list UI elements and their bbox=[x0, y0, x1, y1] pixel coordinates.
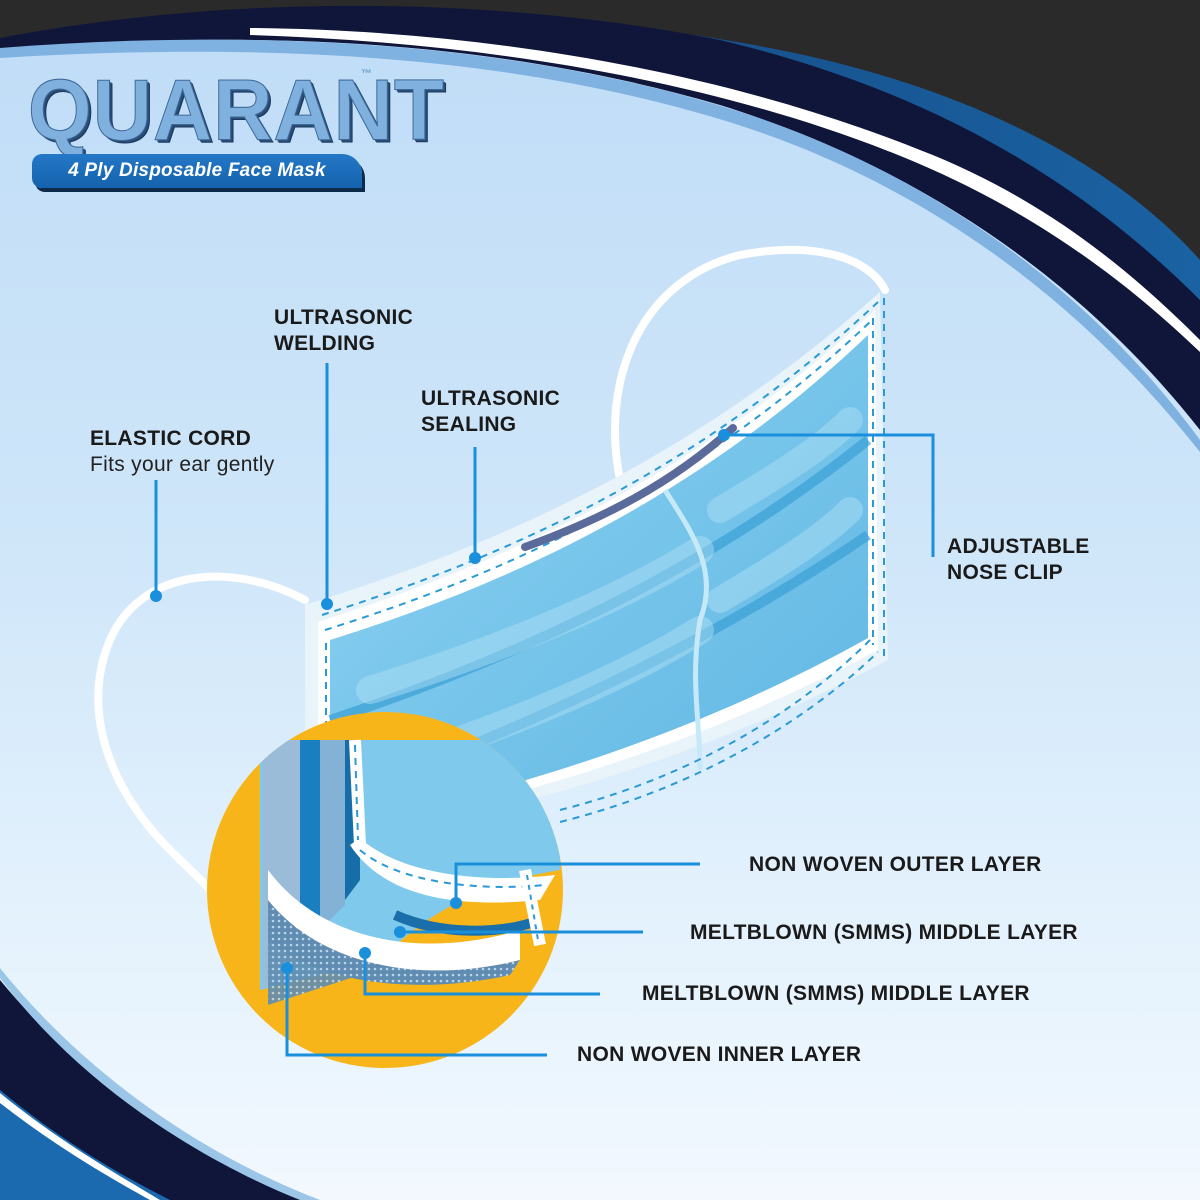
layer-magnifier bbox=[207, 712, 563, 1068]
mask-body bbox=[305, 292, 888, 850]
callout-lines bbox=[154, 363, 935, 1057]
callout-elastic-cord-subtitle: Fits your ear gently bbox=[90, 453, 275, 476]
callout-nose-clip: ADJUSTABLE NOSE CLIP bbox=[947, 534, 1090, 586]
callout-elastic-cord-title: ELASTIC CORD bbox=[90, 427, 252, 450]
nose-clip bbox=[521, 424, 737, 551]
top-swoosh bbox=[0, 0, 1200, 452]
callout-sealing-line1: ULTRASONIC bbox=[421, 387, 561, 410]
callout-welding-line2: WELDING bbox=[274, 332, 376, 355]
elastic-cord-left bbox=[94, 572, 309, 924]
brand-name: QUARANT bbox=[28, 62, 445, 159]
callout-layer-middle-2: MELTBLOWN (SMMS) MIDDLE LAYER bbox=[642, 982, 1030, 1005]
bottom-swoosh bbox=[0, 968, 320, 1200]
callout-dots bbox=[150, 429, 730, 974]
callout-elastic-cord: ELASTIC CORD Fits your ear gently bbox=[90, 426, 275, 478]
callout-nose-clip-line1: ADJUSTABLE bbox=[947, 535, 1090, 558]
callout-layer-outer: NON WOVEN OUTER LAYER bbox=[749, 853, 1042, 876]
callout-sealing-line2: SEALING bbox=[421, 413, 517, 436]
trademark-symbol: ™ bbox=[361, 68, 372, 80]
callout-layer-inner: NON WOVEN INNER LAYER bbox=[577, 1043, 862, 1066]
callout-welding-line1: ULTRASONIC bbox=[274, 306, 414, 329]
callout-ultrasonic-sealing: ULTRASONIC SEALING bbox=[421, 386, 560, 438]
callout-nose-clip-line2: NOSE CLIP bbox=[947, 561, 1063, 584]
brand-tagline: 4 Ply Disposable Face Mask bbox=[32, 154, 362, 188]
callout-ultrasonic-welding: ULTRASONIC WELDING bbox=[274, 305, 413, 357]
brand-logo: QUARANT ™ 4 Ply Disposable Face Mask bbox=[28, 62, 445, 188]
elastic-cord-right bbox=[611, 245, 889, 484]
callout-layer-middle-1: MELTBLOWN (SMMS) MIDDLE LAYER bbox=[690, 921, 1078, 944]
